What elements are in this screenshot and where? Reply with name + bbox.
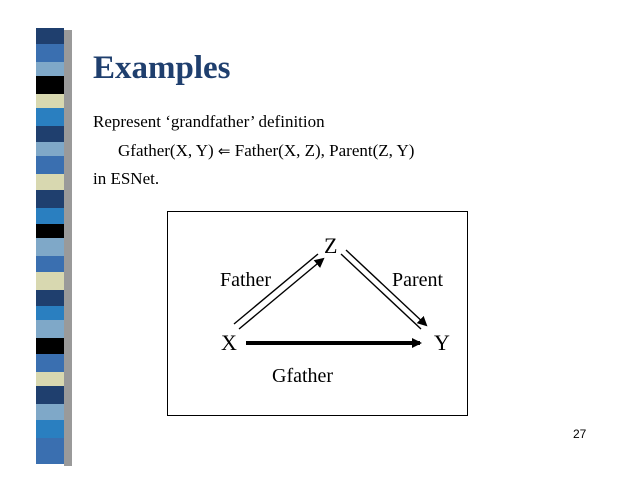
rule-arrow-icon: ⇐: [217, 142, 231, 160]
strip-block: [36, 290, 64, 306]
edge-parent-line-a: [340, 253, 422, 330]
rule-head: Gfather(X, Y): [118, 141, 214, 160]
body-line-outro: in ESNet.: [93, 169, 160, 188]
side-strip-shadow: [64, 30, 72, 466]
strip-block: [36, 372, 64, 386]
strip-block: [36, 404, 64, 420]
strip-block: [36, 386, 64, 404]
strip-block: [36, 94, 64, 108]
strip-block: [36, 354, 64, 372]
strip-block: [36, 208, 64, 224]
strip-block: [36, 272, 64, 290]
strip-block: [36, 76, 64, 94]
page-number: 27: [573, 427, 587, 441]
node-z: Z: [324, 233, 337, 258]
strip-block: [36, 126, 64, 142]
node-x: X: [221, 330, 237, 355]
decorative-side-strip: [36, 28, 64, 464]
strip-block: [36, 224, 64, 238]
edge-label-father: Father: [220, 269, 271, 291]
strip-block: [36, 256, 64, 272]
edge-father-line-a: [233, 253, 319, 325]
edge-father: [233, 253, 325, 330]
body-line-intro: Represent ‘grandfather’ definition: [93, 112, 325, 131]
strip-block: [36, 156, 64, 174]
strip-block: [36, 174, 64, 190]
strip-block: [36, 320, 64, 338]
strip-block: [36, 44, 64, 62]
strip-block: [36, 28, 64, 44]
strip-block: [36, 142, 64, 156]
rule-body: Father(X, Z), Parent(Z, Y): [234, 141, 415, 160]
edge-label-parent: Parent: [392, 269, 444, 291]
strip-block: [36, 190, 64, 208]
node-y: Y: [434, 330, 450, 355]
strip-block: [36, 108, 64, 126]
esnet-diagram: X Z Y Father Parent Gfather: [167, 211, 468, 416]
strip-block: [36, 62, 64, 76]
strip-block: [36, 238, 64, 256]
edge-parent-line-b: [345, 249, 428, 327]
edge-father-line-b: [238, 257, 325, 330]
edge-parent: [340, 249, 428, 330]
strip-block: [36, 420, 64, 438]
strip-block: [36, 306, 64, 320]
esnet-diagram-canvas: X Z Y Father Parent Gfather: [220, 233, 450, 387]
slide-title: Examples: [93, 50, 231, 86]
strip-block: [36, 338, 64, 354]
rule-definition: Gfather(X, Y) ⇐ Father(X, Z), Parent(Z, …: [118, 141, 414, 161]
edge-label-gfather: Gfather: [272, 365, 333, 387]
strip-block: [36, 438, 64, 464]
